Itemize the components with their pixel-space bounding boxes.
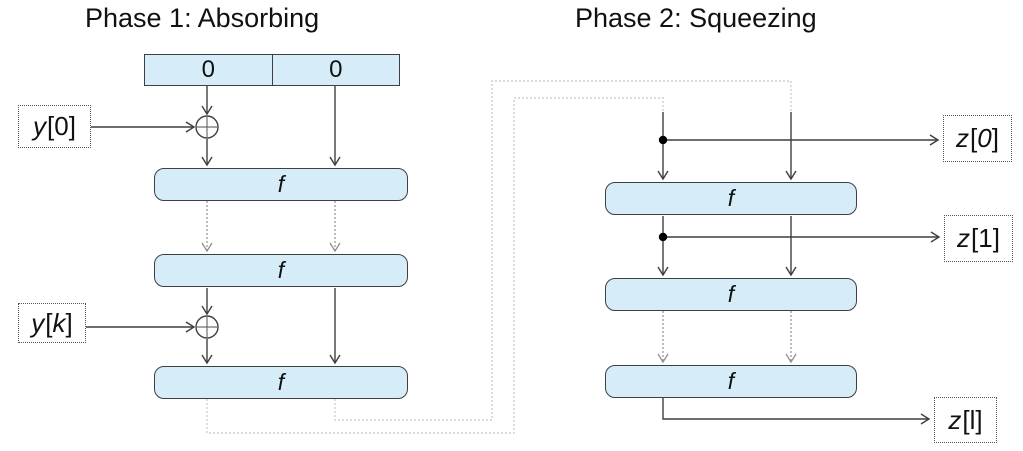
yk-bracket-close: ] bbox=[65, 307, 73, 338]
squeeze-f-box-3: f bbox=[605, 365, 857, 398]
y0-bracket-open: [ bbox=[47, 111, 55, 141]
z0-variable: z bbox=[956, 123, 970, 153]
arrow-to-zl bbox=[662, 397, 931, 425]
y0-bracket-close: ] bbox=[68, 111, 76, 141]
input-label-y0: y[0] bbox=[18, 105, 91, 148]
zl-bracket-open: [ bbox=[962, 404, 970, 435]
register-capacity-cell: 0 bbox=[271, 55, 400, 85]
register-rate-cell: 0 bbox=[201, 56, 215, 83]
y0-index: 0 bbox=[54, 111, 69, 141]
z1-bracket-open: [ bbox=[971, 223, 979, 253]
absorb-f-box-3: f bbox=[154, 366, 408, 399]
xor2-icon bbox=[195, 315, 219, 339]
output-label-z1: z[1] bbox=[944, 215, 1013, 262]
junction-dot-z0 bbox=[658, 135, 668, 145]
zl-bracket-close: ] bbox=[975, 404, 983, 435]
output-label-z0: z[0] bbox=[943, 115, 1012, 162]
xor1-icon bbox=[195, 115, 219, 139]
loop-wire-rate bbox=[206, 97, 664, 434]
absorb-f-box-2: f bbox=[154, 254, 408, 287]
z1-bracket-close: ] bbox=[992, 223, 1000, 253]
squeeze-f-box-1: f bbox=[605, 182, 857, 215]
z0-bracket-close: ] bbox=[991, 123, 999, 153]
yk-index: k bbox=[52, 307, 66, 338]
loop-wire-capacity bbox=[334, 80, 792, 421]
junction-dot-z1 bbox=[658, 232, 668, 242]
phase1-title: Phase 1: Absorbing bbox=[85, 3, 320, 33]
z1-index: 1 bbox=[978, 223, 993, 253]
squeeze-f-box-2: f bbox=[605, 278, 857, 311]
z1-variable: z bbox=[957, 223, 971, 253]
zl-index: l bbox=[969, 404, 976, 435]
zl-variable: z bbox=[948, 404, 962, 435]
input-label-yk: y[k] bbox=[18, 303, 86, 343]
phase2-title: Phase 2: Squeezing bbox=[575, 3, 817, 33]
z0-index: 0 bbox=[977, 123, 992, 153]
z0-bracket-open: [ bbox=[970, 123, 978, 153]
absorb-f-box-1: f bbox=[154, 168, 408, 201]
y0-variable: y bbox=[33, 111, 47, 141]
yk-variable: y bbox=[31, 307, 45, 338]
output-label-zl: z[l] bbox=[934, 397, 997, 443]
initial-state-register: 0 0 bbox=[144, 54, 400, 86]
yk-bracket-open: [ bbox=[45, 307, 53, 338]
